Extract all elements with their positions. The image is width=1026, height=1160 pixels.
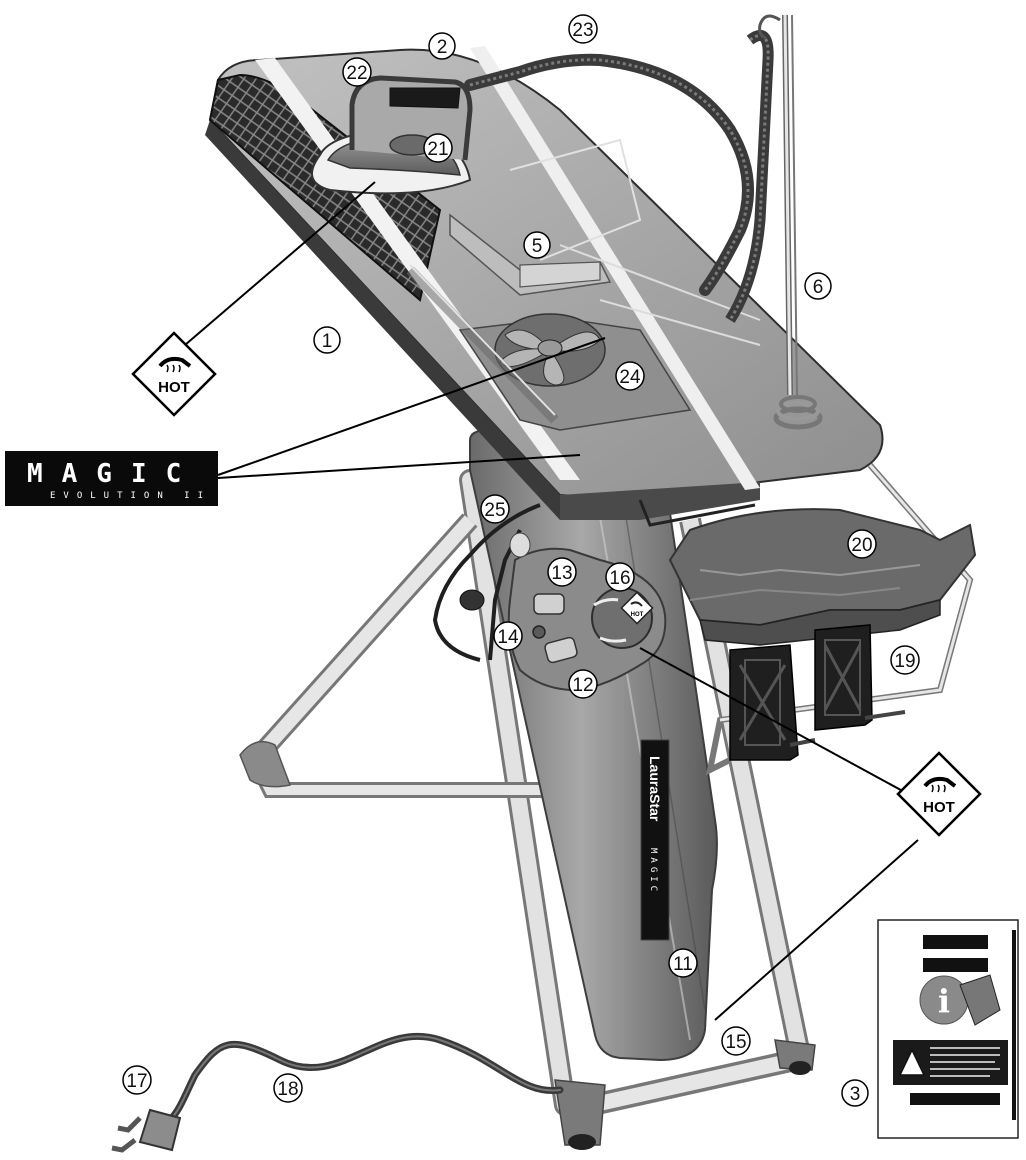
callout-11: 11: [668, 948, 698, 978]
callout-label: 18: [277, 1079, 298, 1100]
callout-22: 22: [342, 57, 372, 87]
callout-13: 13: [547, 557, 577, 587]
callout-2: 2: [428, 32, 456, 60]
hot-label: HOT: [923, 799, 955, 816]
leader-lines: [184, 181, 919, 1021]
callout-label: 24: [619, 367, 641, 388]
brand-name: LauraStar: [647, 756, 663, 822]
hand-icon: [158, 356, 192, 368]
callout-label: 23: [572, 20, 593, 41]
power-cord: [166, 1032, 564, 1124]
callout-6: 6: [804, 272, 832, 300]
callout-15: 15: [721, 1026, 751, 1056]
callout-label: 11: [673, 954, 693, 975]
heat-icon: [931, 784, 946, 793]
svg-text:i: i: [938, 982, 950, 1020]
callout-label: 1: [322, 331, 333, 352]
dial-hot-warning-icon: HOT: [620, 591, 654, 625]
hot-warning-sign-generator: HOT: [896, 751, 982, 837]
hose-holder: [758, 14, 823, 430]
callout-20: 20: [847, 529, 877, 559]
callout-label: 16: [609, 568, 630, 589]
svg-text:HOT: HOT: [631, 612, 644, 618]
callout-label: 19: [894, 651, 915, 672]
steam-button[interactable]: [533, 593, 565, 615]
power-plug: [111, 1108, 182, 1153]
callout-label: 22: [346, 63, 367, 84]
callout-21: 21: [423, 133, 453, 163]
callout-19: 19: [890, 645, 920, 675]
callout-18: 18: [273, 1073, 303, 1103]
callout-1: 1: [313, 326, 341, 354]
callout-23: 23: [568, 14, 598, 44]
warning-triangle-icon: [898, 1048, 926, 1076]
callout-label: 15: [725, 1032, 746, 1053]
callout-17: 17: [122, 1065, 152, 1095]
hot-label: HOT: [158, 379, 190, 396]
callout-3: 3: [841, 1079, 869, 1107]
brand-model: MAGIC: [648, 848, 658, 895]
callout-12: 12: [568, 669, 598, 699]
magic-title: MAGIC: [27, 459, 200, 489]
callout-5: 5: [523, 231, 551, 259]
callout-label: 12: [572, 675, 593, 696]
instruction-booklet: i: [877, 919, 1019, 1139]
callout-label: 21: [427, 139, 448, 160]
callout-label: 17: [126, 1071, 147, 1092]
brand-label: LauraStar MAGIC: [640, 739, 670, 941]
callout-label: 14: [497, 627, 519, 648]
rear-leg-frame: [239, 469, 590, 1116]
iron-handle-grip: [389, 87, 461, 109]
magic-evolution-badge: MAGIC EVOLUTION II: [5, 451, 218, 506]
shoulder-tray: [668, 508, 977, 646]
iron-holders: [729, 624, 906, 761]
cable-holder: [432, 503, 541, 662]
callout-14: 14: [493, 621, 523, 651]
heat-icon: [166, 364, 181, 373]
callout-16: 16: [605, 562, 635, 592]
callout-24: 24: [615, 361, 645, 391]
callout-label: 6: [813, 277, 824, 298]
iron-rest-cover: [519, 261, 601, 288]
callout-label: 2: [437, 37, 448, 58]
callout-label: 3: [850, 1084, 861, 1105]
callout-25: 25: [480, 494, 510, 524]
indicator-light: [532, 625, 546, 639]
hand-icon: [923, 776, 957, 788]
callout-label: 25: [484, 500, 505, 521]
power-button[interactable]: [544, 636, 578, 664]
callout-label: 13: [551, 563, 572, 584]
magic-subtitle: EVOLUTION II: [50, 491, 211, 501]
hot-warning-sign-iron: HOT: [131, 331, 217, 417]
callout-label: 20: [851, 535, 872, 556]
callout-label: 5: [532, 236, 543, 257]
